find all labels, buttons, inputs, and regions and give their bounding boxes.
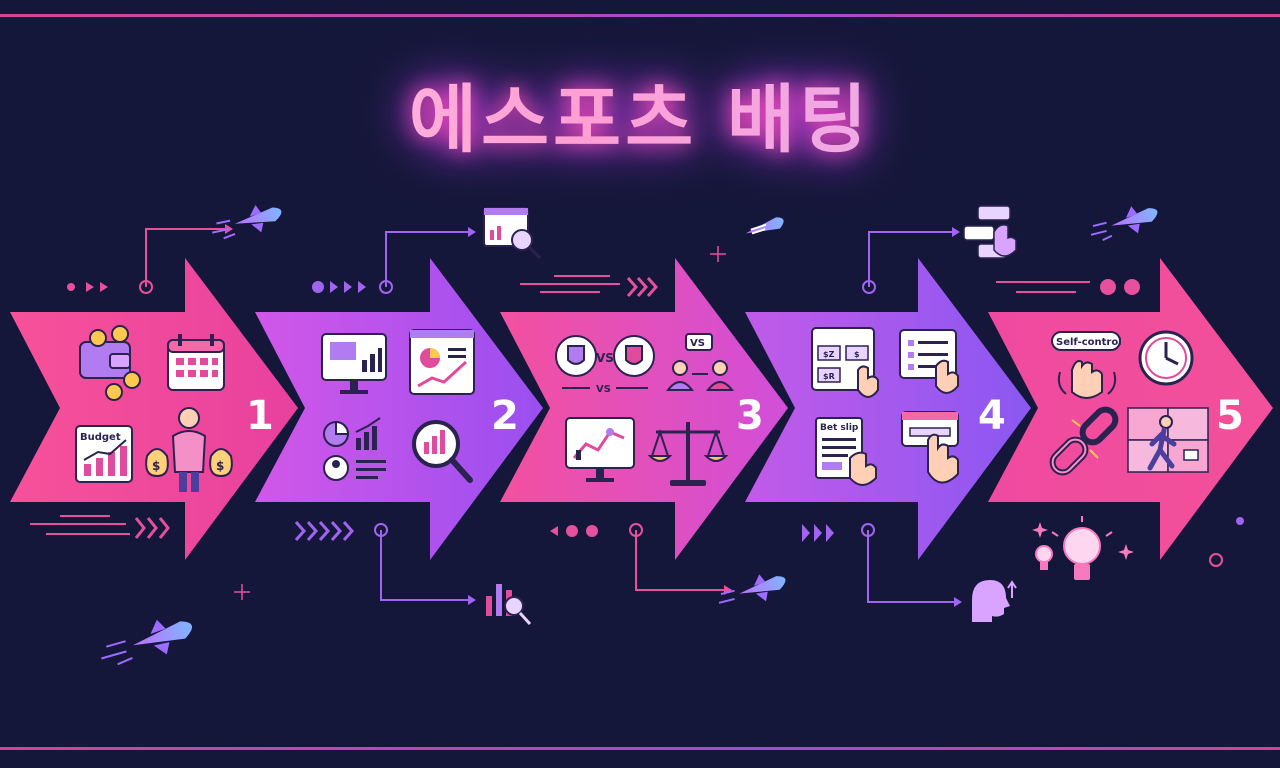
- thinking-head-icon: [972, 580, 1017, 622]
- odd-3-label: $R: [823, 372, 835, 381]
- bet-slip-label: Bet slip: [820, 423, 859, 433]
- lightbulb-icon: [1032, 516, 1134, 580]
- svg-text:$: $: [216, 459, 224, 473]
- step-4-number: 4: [978, 393, 1006, 439]
- clock-icon: [1138, 330, 1194, 386]
- step-3-number: 3: [736, 393, 764, 439]
- checklist-hand-icon: [899, 329, 959, 394]
- odd-1-label: $Z: [823, 350, 835, 359]
- top-frame-line: [0, 14, 1280, 17]
- rocket-icon: [745, 217, 784, 235]
- connector-4-bottom: [867, 530, 954, 603]
- report-magnifier-icon: [483, 207, 542, 260]
- step-1-arrow: [10, 258, 298, 560]
- connector-arrowheads: [225, 224, 962, 607]
- bottom-frame-line: [0, 747, 1280, 750]
- page-title: 에스포츠 배팅: [0, 60, 1280, 167]
- checkbox-list-hand-icon: [963, 205, 1017, 259]
- step-1-number: 1: [246, 393, 274, 439]
- step-5-number: 5: [1216, 393, 1244, 439]
- connector-2-top: [385, 231, 468, 287]
- chart-magnifier-icon: [486, 584, 532, 626]
- magnifier-chart-icon: [412, 420, 473, 483]
- vs-players-label: VS: [690, 338, 705, 349]
- player-versus-icon: VS: [665, 333, 735, 391]
- rocket-icon: [718, 574, 786, 604]
- self-control-label: Self-control: [1056, 337, 1122, 348]
- self-control-hand-icon: Self-control: [1051, 331, 1122, 399]
- vs-top-label: VS: [596, 351, 614, 365]
- broken-chain-icon: [1049, 406, 1119, 476]
- click-interface-icon: [901, 411, 959, 484]
- team-versus-icon: VS VS: [555, 335, 655, 395]
- connector-rings: [139, 280, 1223, 567]
- budget-chart-icon: Budget: [75, 425, 133, 483]
- rocket-icon: [101, 619, 192, 666]
- svg-text:$: $: [152, 459, 160, 473]
- connector-3-bottom: [635, 530, 724, 591]
- wallet-coins-icon: [79, 325, 141, 401]
- step-2-number: 2: [491, 393, 519, 439]
- odds-board-icon: $Z $ $R: [811, 327, 879, 398]
- odd-2-label: $: [854, 350, 860, 359]
- rocket-icon: [212, 205, 282, 240]
- monitor-chart-icon: [321, 333, 387, 394]
- trend-monitor-icon: [565, 417, 635, 482]
- step-3-arrow: [500, 258, 788, 560]
- bet-slip-icon: Bet slip: [815, 417, 877, 486]
- calendar-icon: [167, 334, 225, 391]
- connector-4-top: [868, 231, 952, 287]
- money-bags-person-icon: $ $: [145, 407, 233, 492]
- budget-label: Budget: [80, 432, 121, 443]
- connector-1-top: [145, 228, 225, 287]
- analytics-report-icon: [323, 417, 386, 481]
- rocket-icon: [1090, 206, 1158, 242]
- decoration-marks: [30, 246, 1244, 600]
- vs-bottom-label: VS: [596, 384, 611, 395]
- balance-scale-icon: [647, 422, 729, 486]
- walk-away-icon: [1127, 407, 1209, 473]
- connector-2-bottom: [380, 530, 468, 601]
- dashboard-chart-icon: [409, 329, 475, 395]
